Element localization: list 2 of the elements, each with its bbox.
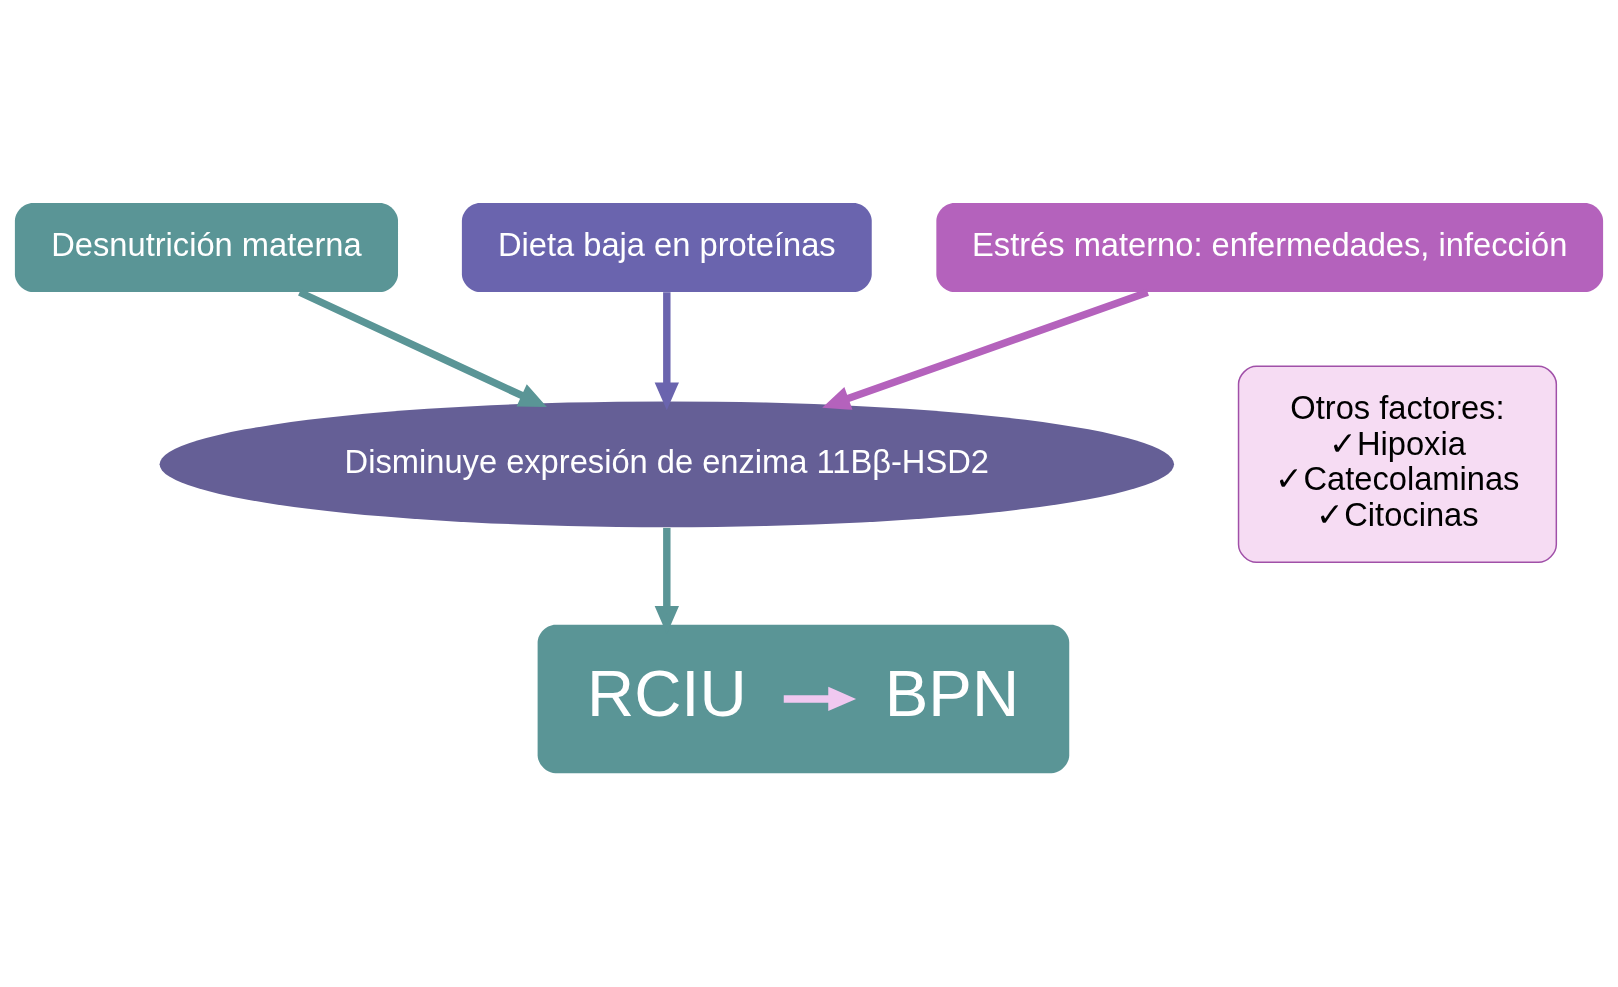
- node-text: RCIU: [586, 656, 747, 730]
- node-text: BPN: [884, 656, 1020, 730]
